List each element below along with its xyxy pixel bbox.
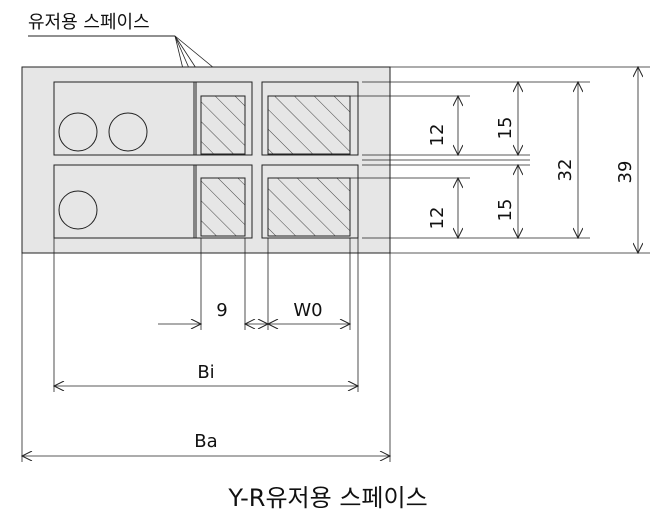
narrow-module-bottom (193, 164, 253, 239)
dim-32-label: 32 (555, 159, 576, 182)
user-space-label-group: 유저용 스페이스 (28, 12, 175, 37)
dim-ba-label: Ba (194, 431, 217, 452)
user-space-large-bottom (267, 177, 351, 237)
wide-module-top (261, 81, 359, 156)
user-space-small-bottom (200, 177, 246, 237)
dim-15-top-label: 15 (495, 117, 516, 140)
narrow-module-top (193, 81, 253, 156)
bottom-extension-lines (21, 238, 391, 462)
horizontal-dimensions (22, 324, 390, 456)
dim-bi-label: Bi (197, 362, 214, 383)
dim-15-bottom-label: 15 (495, 199, 516, 222)
dim-9-label: 9 (216, 300, 227, 321)
left-module-top (53, 81, 197, 156)
dim-12-bottom-label: 12 (427, 207, 448, 230)
wide-module-bottom (261, 164, 359, 239)
user-space-large-top (267, 95, 351, 155)
round-terminal-2 (108, 112, 148, 152)
round-terminal-3 (58, 190, 98, 230)
dim-39-label: 39 (615, 161, 636, 184)
dim-12-top-label: 12 (427, 124, 448, 147)
user-space-label: 유저용 스페이스 (28, 12, 150, 33)
dim-w0-label: W0 (293, 300, 322, 321)
figure-caption: Y-R유저용 스페이스 (228, 484, 428, 512)
user-space-small-top (200, 95, 246, 155)
right-extension-lines (350, 66, 650, 254)
round-terminal-1 (58, 112, 98, 152)
vertical-dimensions (458, 67, 638, 253)
left-module-bottom (53, 164, 197, 239)
